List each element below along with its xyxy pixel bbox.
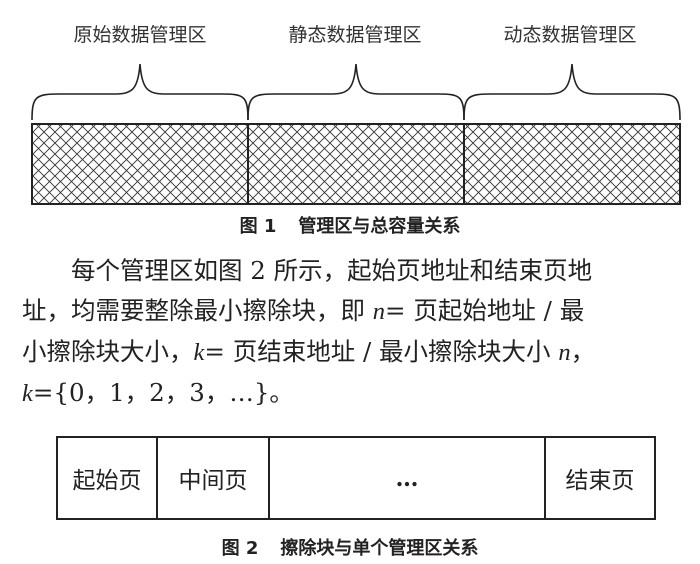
figure1-diagram [31, 63, 681, 205]
figure2-caption-text: 擦除块与单个管理区关系 [280, 538, 479, 559]
paragraph-line-2: 址，均需要整除最小擦除块，即 n= 页起始地址 / 最 [22, 296, 585, 325]
figure1-caption-text: 管理区与总容量关系 [298, 216, 461, 237]
page-box-ellipsis: … [270, 436, 546, 520]
page-box-middle: 中间页 [158, 436, 270, 520]
var-n: n [372, 298, 386, 325]
region-label-static: 静态数据管理区 [288, 24, 422, 46]
figure2-caption: 图 2 擦除块与单个管理区关系 [0, 534, 700, 560]
region-bar-dynamic [463, 123, 681, 205]
page-box-start: 起始页 [56, 436, 158, 520]
figure2-caption-number: 图 2 [221, 538, 259, 559]
brace-original [31, 63, 249, 121]
region-bar-original [31, 123, 249, 205]
figure1-caption: 图 1 管理区与总容量关系 [0, 212, 700, 238]
figure1-caption-number: 图 1 [239, 216, 277, 237]
body-paragraph: 每个管理区如图 2 所示，起始页地址和结束页地 址，均需要整除最小擦除块，即 n… [22, 251, 690, 414]
page-box-end: 结束页 [546, 436, 656, 520]
paragraph-line-3: 小擦除块大小，k= 页结束地址 / 最小擦除块大小 n， [22, 337, 596, 366]
paragraph-line-1: 每个管理区如图 2 所示，起始页地址和结束页地 [71, 256, 593, 285]
paragraph-line-4: k={0，1，2，3，…}。 [22, 378, 294, 407]
brace-dynamic [463, 63, 681, 121]
var-k-2: k [22, 380, 33, 407]
region-label-original: 原始数据管理区 [73, 24, 207, 46]
region-bar-static [247, 123, 465, 205]
brace-static [247, 63, 465, 121]
region-label-dynamic: 动态数据管理区 [503, 24, 637, 46]
var-n-2: n [558, 339, 571, 366]
var-k: k [193, 339, 205, 366]
